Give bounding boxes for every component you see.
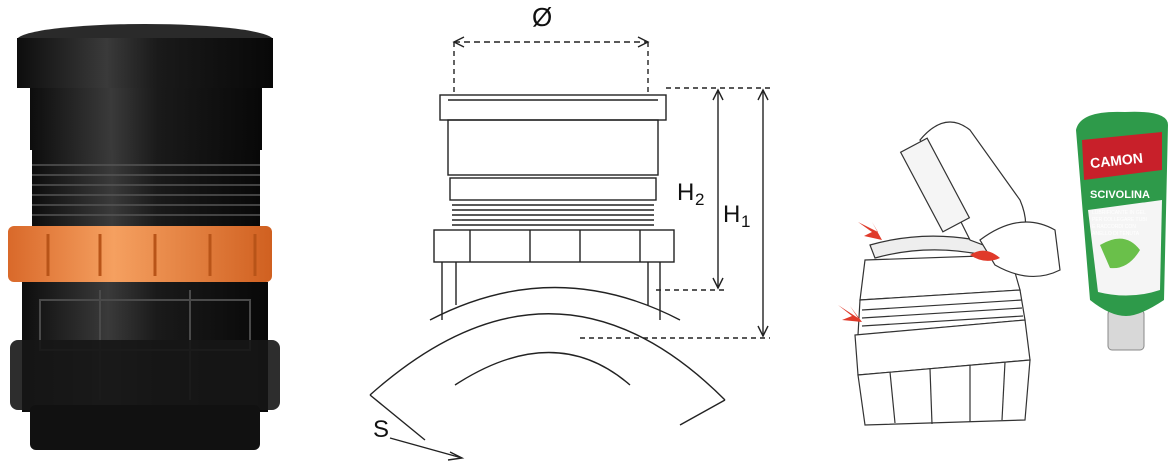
hand-applying-lubricant-illustration bbox=[838, 121, 1061, 426]
dimension-drawing: Ø H 2 H 1 S bbox=[330, 0, 790, 463]
lubrication-illustration bbox=[820, 0, 1080, 463]
h1-label: H bbox=[723, 201, 740, 228]
lubricant-tube-illustration: CAMON SCIVOLINA LUBRIFICANTE IN GEL PER … bbox=[1076, 111, 1168, 351]
h2-subscript: 2 bbox=[695, 190, 704, 209]
dimension-drawing-svg: Ø H 2 H 1 S bbox=[369, 2, 770, 461]
tube-desc-line-2: PER COLLEGARE TUBI bbox=[1092, 217, 1147, 223]
h1-subscript: 1 bbox=[741, 212, 750, 231]
tube-desc-line-4: ANELLO DI TENUTA bbox=[1092, 231, 1140, 237]
s-label: S bbox=[373, 416, 389, 443]
tube-brand: CAMON bbox=[1089, 150, 1143, 171]
tube-desc-line-3: E RACCORDI CON bbox=[1092, 224, 1136, 230]
tube-product-name: SCIVOLINA bbox=[1090, 189, 1150, 201]
tube-desc-line-1: LUBRIFICANTE IN GEL bbox=[1092, 210, 1146, 216]
diameter-label: Ø bbox=[532, 2, 552, 32]
lubricant-tube-product: CAMON SCIVOLINA LUBRIFICANTE IN GEL PER … bbox=[1070, 0, 1170, 463]
product-photo bbox=[0, 0, 290, 463]
h2-label: H bbox=[677, 179, 694, 206]
adapter-photo-illustration bbox=[8, 24, 280, 450]
